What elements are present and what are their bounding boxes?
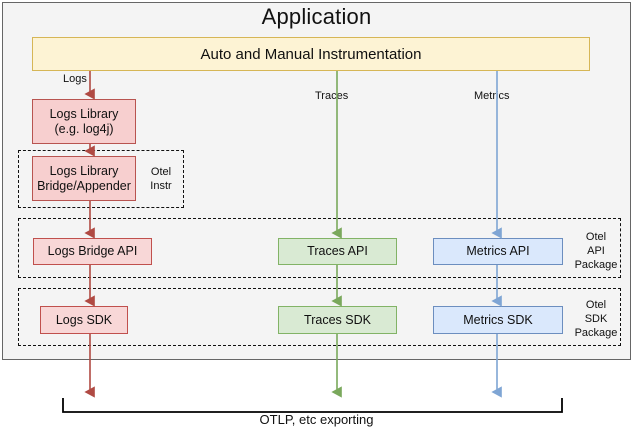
page-title: Application bbox=[261, 4, 372, 29]
export-label: OTLP, etc exporting bbox=[259, 412, 374, 427]
group-label-otel-instr: Otel Instr bbox=[150, 166, 172, 192]
edge-label-metrics: Metrics bbox=[474, 90, 510, 102]
group-label-otel-api-package: Otel API Package bbox=[574, 231, 618, 271]
edge-label-logs: Logs bbox=[63, 73, 87, 85]
node-logs-library[interactable]: Logs Library (e.g. log4j) bbox=[32, 99, 136, 144]
group-label-otel-sdk-package: Otel SDK Package bbox=[574, 299, 618, 339]
group-otel-sdk-package bbox=[18, 288, 621, 346]
node-metrics-api[interactable]: Metrics API bbox=[433, 238, 563, 265]
node-logs-bridge-api[interactable]: Logs Bridge API bbox=[33, 238, 152, 265]
node-metrics-sdk[interactable]: Metrics SDK bbox=[433, 306, 563, 334]
node-traces-sdk[interactable]: Traces SDK bbox=[278, 306, 397, 334]
node-traces-api[interactable]: Traces API bbox=[278, 238, 397, 265]
node-logs-library-bridge-appender[interactable]: Logs Library Bridge/Appender bbox=[32, 156, 136, 201]
node-logs-sdk[interactable]: Logs SDK bbox=[40, 306, 128, 334]
group-otel-instr bbox=[18, 150, 184, 208]
export-bracket bbox=[62, 398, 563, 413]
node-auto-and-manual-instrumentation[interactable]: Auto and Manual Instrumentation bbox=[32, 37, 590, 71]
edge-label-traces: Traces bbox=[315, 90, 349, 102]
group-otel-api-package bbox=[18, 218, 621, 278]
